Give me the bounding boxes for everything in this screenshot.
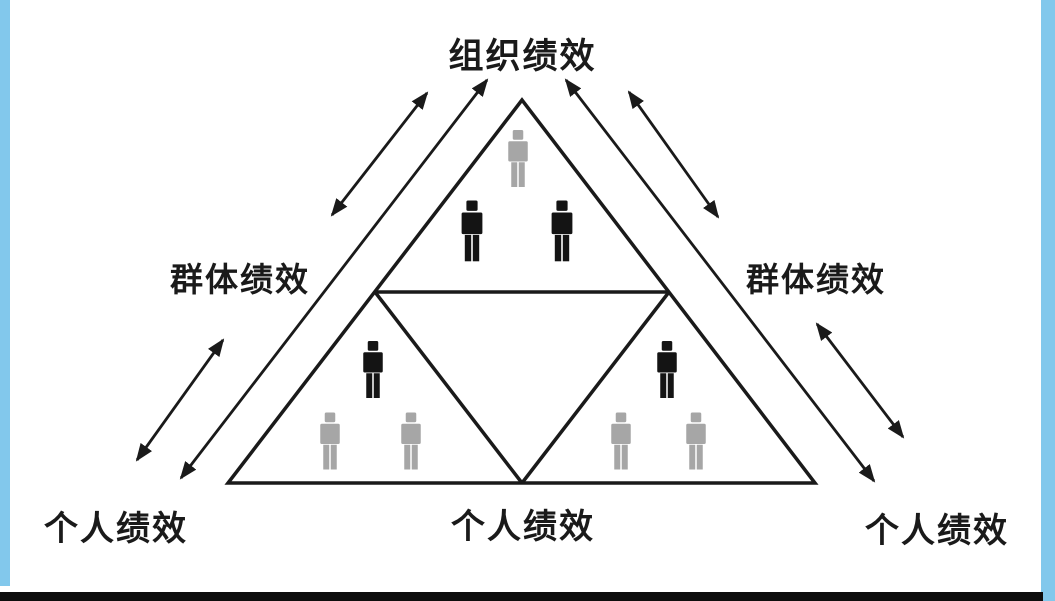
label-individual-performance-right: 个人绩效 — [865, 511, 1009, 551]
person-icon — [456, 199, 488, 266]
person-icon — [681, 409, 711, 476]
person-icon — [503, 128, 533, 192]
person-icon — [358, 340, 388, 402]
bottom-border-bar — [0, 592, 1043, 601]
inner-right-line — [520, 290, 671, 485]
arrow-left-outer-upper — [330, 91, 429, 217]
label-group-performance-left: 群体绩效 — [170, 260, 310, 299]
label-individual-performance-left: 个人绩效 — [44, 509, 188, 549]
label-individual-performance-center: 个人绩效 — [451, 507, 595, 547]
arrow-right-outer-upper — [627, 90, 720, 219]
right-border-stripe — [1041, 0, 1055, 601]
arrow-left-outer-lower — [135, 338, 225, 462]
label-organizational-performance: 组织绩效 — [448, 37, 597, 77]
double-arrows — [135, 78, 905, 483]
person-icon — [652, 340, 682, 402]
arrow-left-inner-long — [179, 78, 489, 480]
person-icon — [606, 409, 636, 476]
person-icon — [546, 199, 578, 266]
label-group-performance-right: 群体绩效 — [746, 260, 886, 299]
person-icon — [396, 409, 426, 476]
arrow-right-outer-lower — [815, 322, 905, 439]
left-border-stripe — [0, 0, 10, 586]
person-icon — [315, 409, 345, 476]
